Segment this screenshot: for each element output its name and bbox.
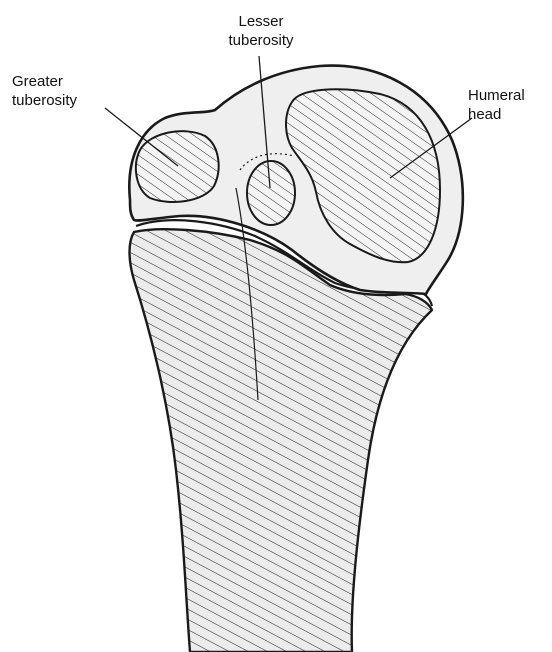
label-lesser-line2: tuberosity <box>216 31 306 50</box>
label-humeral-line1: Humeral <box>468 86 525 105</box>
label-humeral-head: Humeral head <box>468 86 525 124</box>
label-greater-tuberosity: Greater tuberosity <box>12 72 77 110</box>
label-greater-line1: Greater <box>12 72 77 91</box>
label-humeral-line2: head <box>468 105 525 124</box>
label-greater-line2: tuberosity <box>12 91 77 110</box>
label-lesser-line1: Lesser <box>216 12 306 31</box>
label-lesser-tuberosity: Lesser tuberosity <box>216 12 306 50</box>
lesser-tuberosity-region <box>247 161 295 225</box>
